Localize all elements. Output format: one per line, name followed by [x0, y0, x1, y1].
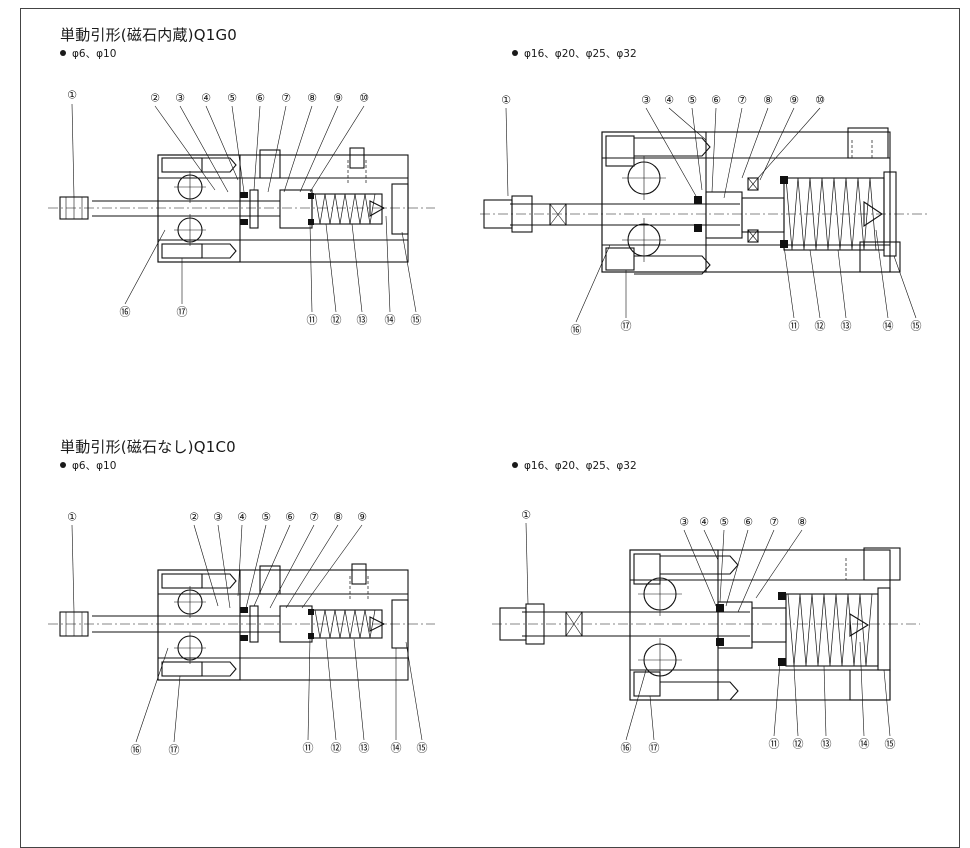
callout-2: ②: [150, 92, 160, 105]
callout-11: ⑪: [789, 320, 800, 333]
callout-group-top: ① ③ ④ ⑤ ⑥ ⑦ ⑧ ⑨ ⑩: [501, 94, 825, 107]
callout-16: ⑯: [131, 744, 142, 757]
callout-14: ⑭: [391, 742, 402, 755]
callout-3: ③: [641, 94, 651, 107]
callout-13: ⑬: [821, 738, 832, 751]
callout-16: ⑯: [571, 324, 582, 337]
callout-12: ⑫: [331, 314, 342, 327]
callout-5: ⑤: [719, 516, 729, 529]
callout-13: ⑬: [841, 320, 852, 333]
callout-14: ⑭: [385, 314, 396, 327]
callout-13: ⑬: [357, 314, 368, 327]
callout-4: ④: [237, 511, 247, 524]
callout-4: ④: [664, 94, 674, 107]
callout-7: ⑦: [281, 92, 291, 105]
bullet-icon: [60, 50, 66, 56]
sizes-small-no-magnet: φ6、φ10: [60, 458, 116, 473]
callout-7: ⑦: [309, 511, 319, 524]
callout-8: ⑧: [763, 94, 773, 107]
callout-4: ④: [699, 516, 709, 529]
callout-10: ⑩: [815, 94, 825, 107]
drawing-small-magnet: ① ② ③ ④ ⑤ ⑥ ⑦ ⑧ ⑨ ⑩ ⑪ ⑫ ⑬ ⑭ ⑮ ⑯ ⑰: [48, 89, 435, 327]
drawing-large-no-magnet: ① ③ ④ ⑤ ⑥ ⑦ ⑧ ⑪ ⑫ ⑬ ⑭ ⑮ ⑯ ⑰: [492, 509, 920, 755]
callout-group-top: ① ③ ④ ⑤ ⑥ ⑦ ⑧: [521, 509, 807, 529]
callout-3: ③: [175, 92, 185, 105]
callout-9: ⑨: [789, 94, 799, 107]
callout-group-bottom: ⑪ ⑫ ⑬ ⑭ ⑮ ⑯ ⑰: [131, 742, 428, 757]
callout-group-bottom: ⑪ ⑫ ⑬ ⑭ ⑮ ⑯ ⑰: [621, 738, 896, 755]
callout-15: ⑮: [885, 738, 896, 751]
callout-6: ⑥: [285, 511, 295, 524]
callout-15: ⑮: [911, 320, 922, 333]
callout-17: ⑰: [177, 306, 188, 319]
callout-15: ⑮: [417, 742, 428, 755]
callout-8: ⑧: [797, 516, 807, 529]
callout-1: ①: [501, 94, 511, 107]
callout-8: ⑧: [307, 92, 317, 105]
callout-6: ⑥: [711, 94, 721, 107]
callout-group-bottom: ⑪ ⑫ ⑬ ⑭ ⑮ ⑯ ⑰: [120, 306, 422, 327]
callout-12: ⑫: [793, 738, 804, 751]
callout-13: ⑬: [359, 742, 370, 755]
callout-17: ⑰: [621, 320, 632, 333]
section-title-magnet: 単動引形(磁石内蔵)Q1G0: [60, 26, 238, 44]
callout-17: ⑰: [649, 742, 660, 755]
callout-9: ⑨: [333, 92, 343, 105]
sizes-small-magnet: φ6、φ10: [60, 46, 116, 61]
callout-8: ⑧: [333, 511, 343, 524]
callout-1: ①: [67, 511, 77, 524]
bullet-icon: [512, 462, 518, 468]
drawing-large-magnet: ① ③ ④ ⑤ ⑥ ⑦ ⑧ ⑨ ⑩ ⑪ ⑫ ⑬ ⑭ ⑮ ⑯ ⑰: [480, 94, 930, 337]
callout-16: ⑯: [120, 306, 131, 319]
callout-12: ⑫: [815, 320, 826, 333]
callout-12: ⑫: [331, 742, 342, 755]
sizes-large-magnet: φ16、φ20、φ25、φ32: [512, 46, 637, 61]
callout-1: ①: [67, 89, 77, 102]
callout-5: ⑤: [687, 94, 697, 107]
callout-7: ⑦: [737, 94, 747, 107]
callout-3: ③: [679, 516, 689, 529]
callout-10: ⑩: [359, 92, 369, 105]
callout-11: ⑪: [769, 738, 780, 751]
callout-1: ①: [521, 509, 531, 522]
callout-4: ④: [201, 92, 211, 105]
callout-14: ⑭: [883, 320, 894, 333]
callout-14: ⑭: [859, 738, 870, 751]
callout-9: ⑨: [357, 511, 367, 524]
bullet-icon: [60, 462, 66, 468]
callout-11: ⑪: [307, 314, 318, 327]
callout-7: ⑦: [769, 516, 779, 529]
callout-16: ⑯: [621, 742, 632, 755]
callout-17: ⑰: [169, 744, 180, 757]
drawing-small-no-magnet: ① ② ③ ④ ⑤ ⑥ ⑦ ⑧ ⑨ ⑪ ⑫ ⑬ ⑭ ⑮ ⑯ ⑰: [48, 511, 435, 757]
callout-group-top: ① ② ③ ④ ⑤ ⑥ ⑦ ⑧ ⑨: [67, 511, 367, 524]
sizes-large-no-magnet: φ16、φ20、φ25、φ32: [512, 458, 637, 473]
callout-group-bottom: ⑪ ⑫ ⑬ ⑭ ⑮ ⑯ ⑰: [571, 320, 922, 337]
callout-5: ⑤: [261, 511, 271, 524]
callout-6: ⑥: [743, 516, 753, 529]
callout-6: ⑥: [255, 92, 265, 105]
callout-5: ⑤: [227, 92, 237, 105]
callout-15: ⑮: [411, 314, 422, 327]
callout-3: ③: [213, 511, 223, 524]
callout-11: ⑪: [303, 742, 314, 755]
section-title-no-magnet: 単動引形(磁石なし)Q1C0: [60, 438, 236, 456]
bullet-icon: [512, 50, 518, 56]
callout-2: ②: [189, 511, 199, 524]
callout-group-top: ① ② ③ ④ ⑤ ⑥ ⑦ ⑧ ⑨ ⑩: [67, 89, 369, 105]
